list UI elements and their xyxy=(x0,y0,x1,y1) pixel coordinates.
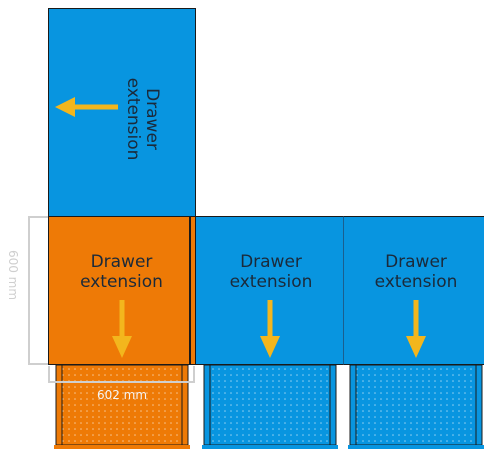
drawer-front-orange xyxy=(54,364,190,449)
dimension-width-label: 602 mm xyxy=(96,388,148,402)
drawer-front-middle xyxy=(202,364,338,449)
dimension-depth-bracket xyxy=(28,216,48,365)
drawer-front-right xyxy=(348,364,484,449)
arrow-down-icon-middle xyxy=(260,300,280,358)
arrow-down-icon-right xyxy=(406,300,426,358)
arrow-left-icon xyxy=(55,97,118,117)
module-bottom-right-label: Drawer extension xyxy=(374,252,458,292)
dimension-width-bracket xyxy=(48,366,195,383)
module-bottom-left-edge xyxy=(189,216,191,365)
module-bottom-left-label: Drawer extension xyxy=(80,252,163,292)
module-bottom-middle-label: Drawer extension xyxy=(229,252,313,292)
arrow-down-icon-left xyxy=(112,300,132,358)
dimension-depth-label: 600 mm xyxy=(6,249,20,301)
